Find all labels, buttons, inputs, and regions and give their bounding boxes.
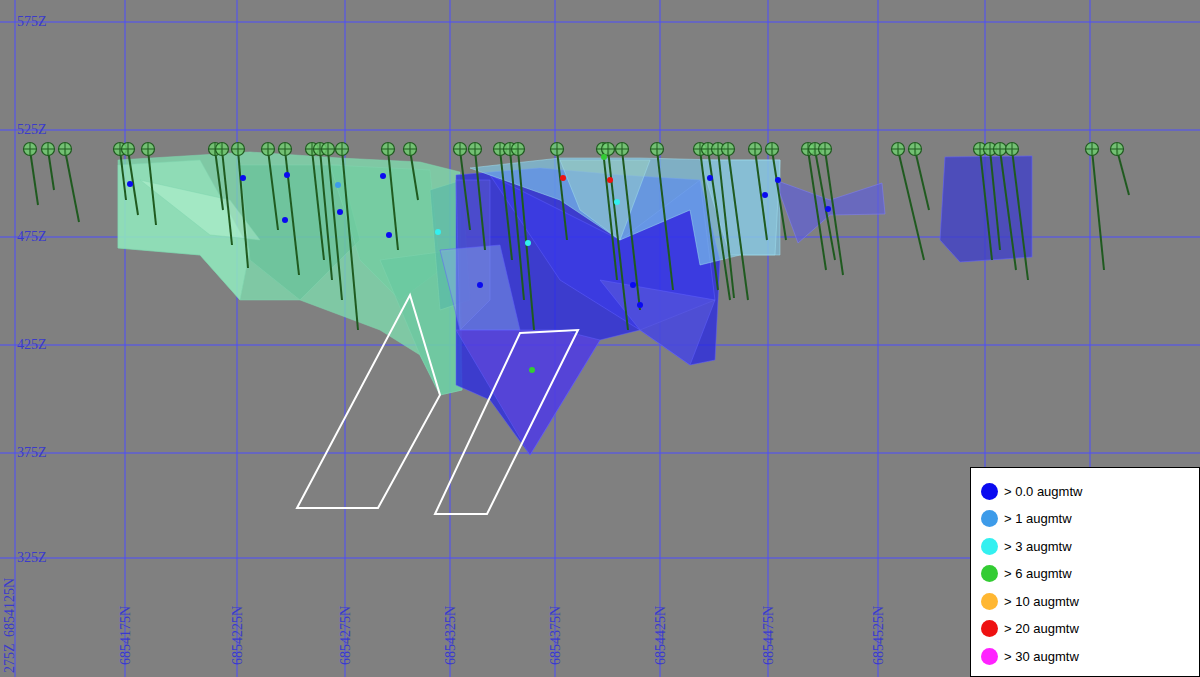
northing-label: 6854525N <box>871 606 887 665</box>
legend-swatch <box>981 483 998 500</box>
northing-label: 6854125N <box>2 578 18 637</box>
legend-row: > 20 augmtw <box>981 618 1079 640</box>
legend-box: > 0.0 augmtw > 1 augmtw > 3 augmtw > 6 augm… <box>970 467 1200 677</box>
drill-holes <box>24 143 1130 331</box>
northing-label: 6854425N <box>653 606 669 665</box>
northing-label: 6854275N <box>338 606 354 665</box>
green-domain <box>118 152 470 395</box>
elevation-label: 575Z <box>17 14 47 30</box>
legend-text: > 1 augmtw <box>1004 511 1072 526</box>
legend-text: > 30 augmtw <box>1004 649 1079 664</box>
northing-label: 275Z <box>2 643 18 673</box>
legend-swatch <box>981 538 998 555</box>
northing-label: 6854475N <box>761 606 777 665</box>
target-outline <box>297 295 578 514</box>
northing-label: 6854225N <box>230 606 246 665</box>
elevation-label: 425Z <box>17 337 47 353</box>
legend-row: > 0.0 augmtw <box>981 480 1082 502</box>
legend-text: > 3 augmtw <box>1004 539 1072 554</box>
legend-row: > 1 augmtw <box>981 508 1072 530</box>
northing-label: 6854325N <box>443 606 459 665</box>
legend-text: > 0.0 augmtw <box>1004 484 1082 499</box>
legend-row: > 30 augmtw <box>981 645 1079 667</box>
legend-swatch <box>981 510 998 527</box>
legend-row: > 3 augmtw <box>981 535 1072 557</box>
elevation-label: 375Z <box>17 445 47 461</box>
elevation-label: 525Z <box>17 122 47 138</box>
elevation-label: 325Z <box>17 550 47 566</box>
assay-points <box>127 154 831 373</box>
legend-swatch <box>981 648 998 665</box>
legend-row: > 10 augmtw <box>981 590 1079 612</box>
legend-swatch <box>981 593 998 610</box>
legend-row: > 6 augmtw <box>981 563 1072 585</box>
legend-text: > 20 augmtw <box>1004 621 1079 636</box>
elevation-label: 475Z <box>17 229 47 245</box>
legend-swatch <box>981 565 998 582</box>
legend-swatch <box>981 620 998 637</box>
northing-label: 6854375N <box>548 606 564 665</box>
legend-text: > 6 augmtw <box>1004 566 1072 581</box>
legend-text: > 10 augmtw <box>1004 594 1079 609</box>
northing-label: 6854175N <box>118 606 134 665</box>
